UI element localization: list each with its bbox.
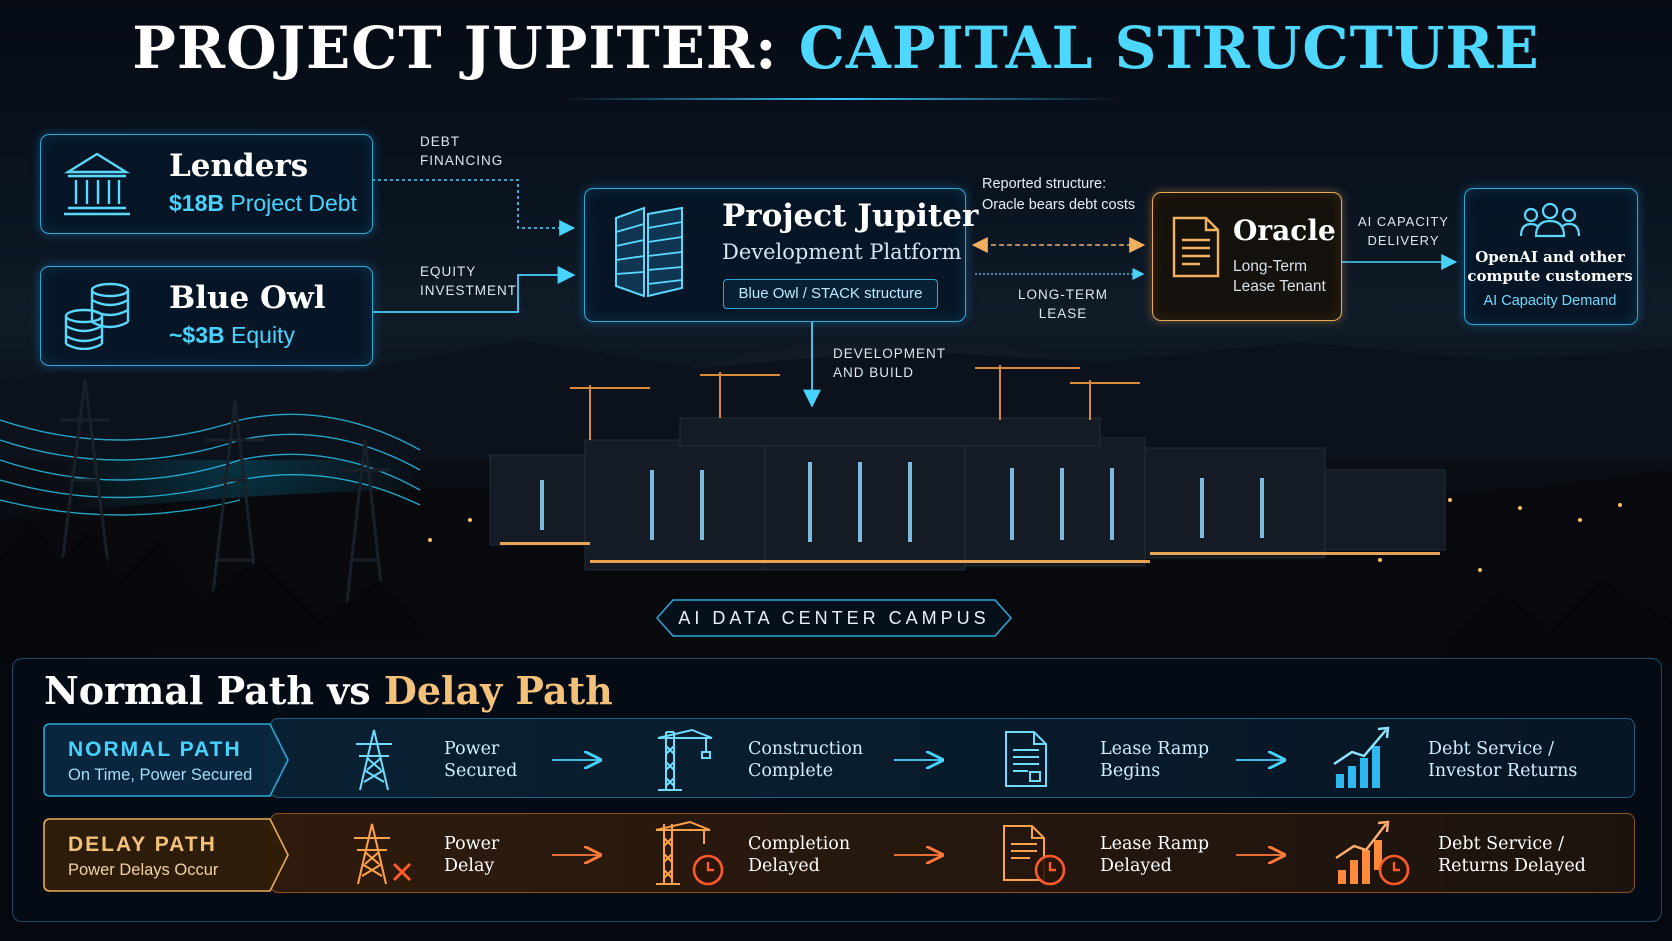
normal-path-label: NORMAL PATH — [68, 738, 242, 761]
equity-investment-arrow — [372, 266, 576, 313]
campus-label-frame — [655, 599, 1013, 637]
page-title: PROJECT JUPITER: CAPITAL STRUCTURE — [0, 14, 1672, 82]
delay-path-row — [270, 813, 1635, 893]
server-rack-icon — [615, 206, 683, 298]
lenders-amount: $18B — [169, 190, 224, 216]
bank-icon — [64, 152, 130, 216]
campus-illustration — [0, 340, 1672, 621]
title-part-1: PROJECT JUPITER: — [132, 14, 778, 82]
project-jupiter-name: Project Jupiter — [722, 198, 979, 234]
coin-stack-icon — [64, 282, 130, 350]
blue-owl-name: Blue Owl — [169, 280, 326, 316]
delay-step-4: Debt Service /Returns Delayed — [1438, 834, 1586, 876]
campus-label: AI DATA CENTER CAMPUS — [678, 608, 990, 628]
project-jupiter-subtitle: Development Platform — [722, 240, 962, 264]
growth-chart-icon — [1333, 726, 1390, 788]
data-center-night-scene — [0, 0, 1672, 660]
openai-card — [1464, 188, 1638, 325]
delay-path-label: DELAY PATH — [68, 833, 217, 856]
normal-step-4: Debt Service /Investor Returns — [1428, 739, 1578, 781]
title-underline — [560, 98, 1120, 100]
openai-desc: AI Capacity Demand — [1483, 293, 1617, 309]
power-tower-icon — [356, 729, 392, 791]
normal-path-badge — [43, 723, 289, 797]
document-clock-icon — [1003, 825, 1066, 886]
reported-structure-note: Reported structure:Oracle bears debt cos… — [982, 176, 1136, 213]
oracle-name: Oracle — [1233, 214, 1336, 247]
debt-financing-arrow — [372, 179, 576, 236]
blue-owl-amount-line: ~$3B Equity — [169, 322, 295, 349]
blue-owl-card — [40, 266, 373, 366]
lenders-amount-line: $18B Project Debt — [169, 190, 357, 217]
chart-clock-icon — [1335, 820, 1410, 886]
lease-document-icon — [1172, 216, 1220, 278]
lenders-card — [40, 134, 373, 234]
paths-title: Normal Path vs Delay Path — [44, 668, 613, 713]
document-icon — [1005, 731, 1047, 787]
delay-path-badge — [43, 818, 289, 892]
lenders-name: Lenders — [169, 148, 309, 184]
title-part-2: CAPITAL STRUCTURE — [798, 14, 1540, 82]
crane-clock-icon — [655, 820, 724, 886]
users-icon — [1520, 202, 1580, 238]
lenders-amount-desc: Project Debt — [230, 190, 357, 216]
delay-path-sub: Power Delays Occur — [68, 861, 219, 879]
structure-tag: Blue Owl / STACK structure — [723, 279, 938, 309]
normal-path-row — [270, 718, 1635, 798]
power-tower-x-icon — [354, 823, 412, 885]
crane-icon — [657, 728, 713, 791]
blue-owl-amount: ~$3B — [169, 322, 225, 348]
normal-path-sub: On Time, Power Secured — [68, 766, 253, 784]
blue-owl-amount-desc: Equity — [231, 322, 295, 348]
